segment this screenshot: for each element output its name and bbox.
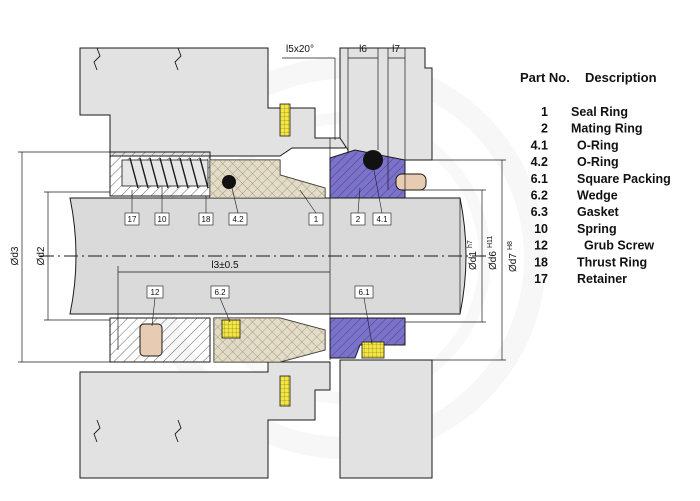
- dim-d3: Ød3: [10, 246, 21, 265]
- legend-row: 17 Retainer: [534, 272, 627, 286]
- dim-d1: Ød1 h7: [467, 240, 479, 270]
- dimension-lines: [18, 48, 506, 363]
- svg-text:4.1: 4.1: [376, 215, 388, 224]
- svg-text:18: 18: [202, 215, 211, 224]
- legend-description: Retainer: [577, 272, 627, 286]
- legend-description: O-Ring: [577, 138, 619, 152]
- packing-6-1: [361, 341, 385, 359]
- legend-row: 12 Grub Screw: [534, 239, 654, 253]
- legend-row: 10 Spring: [534, 222, 617, 236]
- grub-screw-right: [395, 173, 427, 191]
- legend-part-no: 4.1: [531, 138, 548, 152]
- legend-description: Grub Screw: [584, 239, 654, 253]
- o-ring-4-1: [363, 150, 383, 170]
- break-lines: [93, 47, 182, 443]
- part-tag-4-2: 4.2: [228, 212, 248, 226]
- spring-coils: [129, 157, 209, 189]
- leader-lines: [131, 169, 383, 345]
- dimension-labels: l5x20° l6 l7 l3±0.5 Ød3 Ød2 Ød1 h7 Ød6 H…: [10, 44, 519, 272]
- legend-part-no: 6.2: [531, 189, 548, 203]
- legend-description: Mating Ring: [571, 122, 643, 136]
- part-tags: 17 10 18 4.2 1 2 4.1 12 6.2 6.1: [124, 212, 392, 299]
- svg-text:17: 17: [128, 215, 137, 224]
- svg-text:1: 1: [314, 215, 319, 224]
- part-tag-17: 17: [124, 212, 140, 226]
- dim-d2: Ød2: [36, 246, 47, 265]
- legend-row: 6.2 Wedge: [531, 189, 618, 203]
- wedge-6-2: [221, 319, 241, 339]
- legend-description: Gasket: [577, 205, 620, 219]
- dim-l7: l7: [392, 44, 400, 55]
- shaft: [40, 197, 490, 315]
- dim-l6: l6: [359, 44, 367, 55]
- svg-text:h7: h7: [467, 240, 474, 248]
- legend-part-no: 12: [534, 239, 548, 253]
- legend-description: Seal Ring: [571, 105, 628, 119]
- svg-text:Ød7: Ød7: [508, 253, 519, 272]
- part-tag-4-1: 4.1: [372, 212, 392, 226]
- part-tag-6-2: 6.2: [210, 285, 230, 299]
- parts-legend: Part No. Description 1 Seal Ring 2 Mating R…: [520, 70, 671, 286]
- legend-part-no: 4.2: [531, 155, 548, 169]
- legend-row: 6.1 Square Packing: [531, 172, 671, 186]
- svg-text:4.2: 4.2: [232, 215, 244, 224]
- retainer-top: [109, 151, 211, 197]
- grub-screw-12: [139, 323, 163, 357]
- dim-d7: Ød7 H8: [507, 241, 519, 272]
- part-tag-10: 10: [154, 212, 170, 226]
- legend-row: 4.2 O-Ring: [531, 155, 619, 169]
- housing-lower-left: [79, 361, 331, 479]
- svg-text:H8: H8: [507, 241, 514, 250]
- svg-text:H11: H11: [487, 236, 494, 248]
- legend-description: Thrust Ring: [577, 255, 647, 269]
- legend-description: Square Packing: [577, 172, 671, 186]
- legend-header-part-no: Part No.: [520, 70, 570, 85]
- o-ring-4-2-top: [222, 175, 236, 189]
- legend-part-no: 17: [534, 272, 548, 286]
- legend-row: 4.1 O-Ring: [531, 138, 619, 152]
- svg-text:Ød6: Ød6: [488, 251, 499, 270]
- legend-row: 6.3 Gasket: [531, 205, 620, 219]
- legend-header-description: Description: [585, 70, 657, 85]
- dim-l3: l3±0.5: [211, 260, 239, 271]
- svg-text:6.1: 6.1: [358, 288, 370, 297]
- part-tag-18: 18: [198, 212, 214, 226]
- legend-description: Spring: [577, 222, 617, 236]
- gasket-lower: [279, 375, 291, 407]
- legend-row: 18 Thrust Ring: [534, 255, 647, 269]
- gasket-upper: [279, 103, 291, 137]
- legend-part-no: 6.1: [531, 172, 548, 186]
- svg-text:2: 2: [356, 215, 361, 224]
- legend-part-no: 2: [541, 122, 548, 136]
- legend-part-no: 18: [534, 255, 548, 269]
- legend-row: 2 Mating Ring: [541, 122, 642, 136]
- part-tag-6-1: 6.1: [354, 285, 374, 299]
- svg-text:10: 10: [158, 215, 167, 224]
- legend-row: 1 Seal Ring: [541, 105, 628, 119]
- svg-text:6.2: 6.2: [214, 288, 226, 297]
- dim-d6: Ød6 H11: [487, 236, 499, 270]
- legend-part-no: 6.3: [531, 205, 548, 219]
- legend-description: O-Ring: [577, 155, 619, 169]
- part-tag-2: 2: [350, 212, 366, 226]
- legend-part-no: 1: [541, 105, 548, 119]
- svg-text:Ød1: Ød1: [468, 251, 479, 270]
- part-tag-12: 12: [146, 285, 164, 299]
- legend-part-no: 10: [534, 222, 548, 236]
- dim-chamfer: l5x20°: [286, 44, 314, 55]
- part-tag-1: 1: [308, 212, 324, 226]
- legend-description: Wedge: [577, 189, 618, 203]
- svg-text:12: 12: [151, 288, 160, 297]
